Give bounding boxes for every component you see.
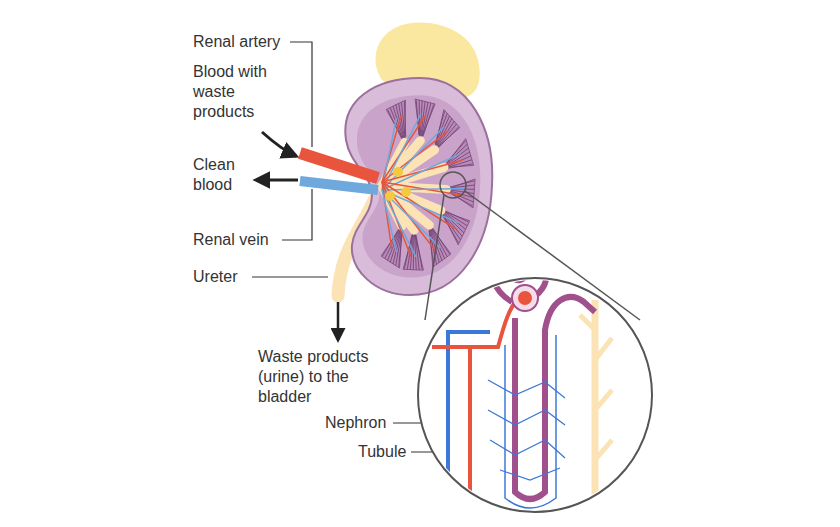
- renal-pyramids: [415, 235, 419, 270]
- nephron-detail: [418, 278, 652, 512]
- zoom-indicator: [440, 172, 466, 198]
- arrows: [337, 302, 340, 340]
- nephron-detail: [418, 265, 652, 512]
- nephron-detail: [488, 380, 565, 480]
- nephron-detail: [518, 291, 532, 305]
- zoom-indicator: [425, 172, 640, 320]
- renal-pyramids: [416, 235, 422, 269]
- renal-pelvis: [401, 187, 411, 197]
- part-label: Ureter: [193, 267, 237, 287]
- renal-pyramids: [448, 164, 473, 168]
- part-label: Nephron: [325, 413, 386, 433]
- part-label: Blood with waste products: [193, 62, 288, 122]
- renal-pelvis: [382, 126, 444, 190]
- renal-pyramids: [415, 235, 417, 270]
- renal-pelvis: [393, 167, 403, 177]
- renal-pelvis: [382, 190, 416, 257]
- arrows: [256, 179, 298, 182]
- renal-vessels: [300, 153, 378, 178]
- renal-pelvis: [382, 114, 465, 257]
- part-label: Renal vein: [193, 230, 269, 250]
- part-label: Waste products (urine) to the bladder: [258, 347, 383, 407]
- nephron-detail: [512, 285, 538, 311]
- renal-pyramids: [438, 124, 457, 147]
- nephron-detail: [432, 265, 612, 510]
- renal-pyramids: [435, 110, 460, 150]
- renal-pyramids: [423, 104, 434, 136]
- leader-lines: [282, 189, 312, 240]
- renal-pyramids: [404, 101, 405, 136]
- renal-pyramids: [444, 139, 474, 168]
- renal-vessels: [300, 153, 378, 190]
- nephron-detail: [515, 297, 595, 499]
- arrows: [262, 132, 296, 156]
- leader-lines: [290, 42, 312, 147]
- zoom-indicator: [425, 195, 444, 320]
- leader-lines: [252, 276, 328, 277]
- renal-pyramids: [401, 102, 405, 137]
- renal-pelvis: [385, 191, 395, 201]
- renal-pelvis: [382, 114, 421, 190]
- part-label: Renal artery: [193, 32, 280, 52]
- renal-pyramids: [441, 210, 470, 244]
- renal-pyramids: [450, 185, 475, 188]
- renal-pyramids: [450, 181, 474, 187]
- part-label: Tubule: [358, 442, 406, 462]
- nephron-detail: [580, 315, 612, 460]
- renal-pelvis: [382, 190, 458, 223]
- part-label: Clean blood: [193, 155, 255, 195]
- renal-pelvis: [382, 190, 396, 252]
- renal-pyramids: [447, 144, 468, 163]
- renal-pyramids: [381, 99, 475, 270]
- renal-vessels: [300, 181, 378, 190]
